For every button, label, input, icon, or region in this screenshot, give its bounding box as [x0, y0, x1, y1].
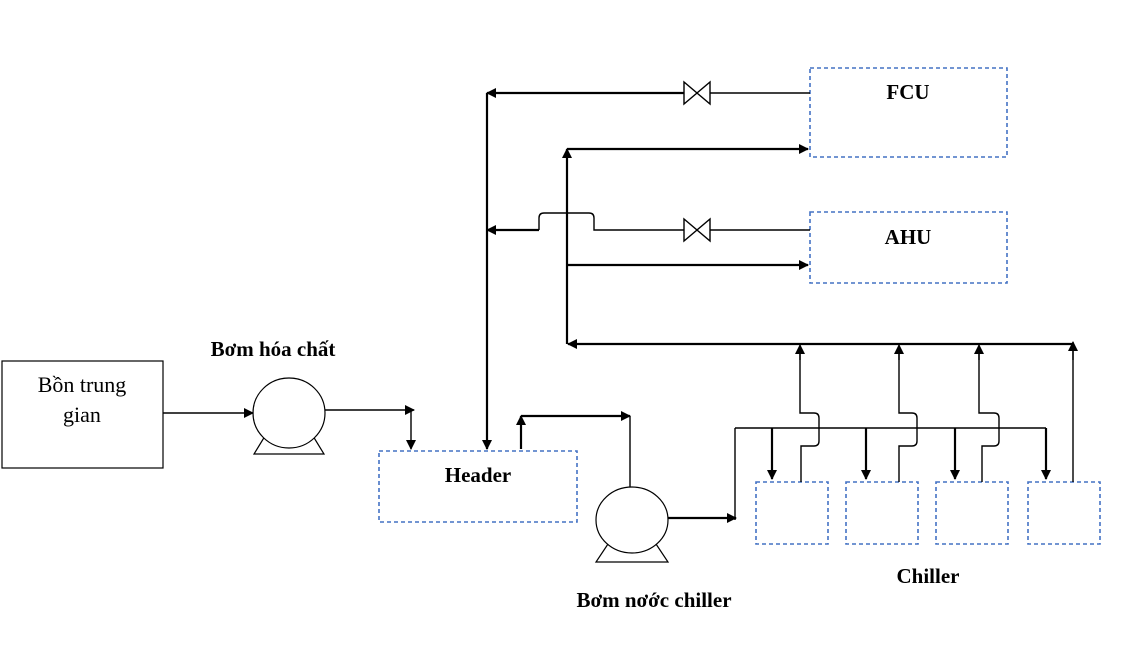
chiller-1-outlet — [799, 346, 820, 482]
chiller-pump-body — [595, 486, 669, 554]
chiller-pump — [594, 486, 670, 563]
intermediate-tank — [1, 360, 164, 469]
fcu-valve — [683, 80, 711, 106]
ahu-return-crossover — [538, 212, 684, 231]
chiller-unit-2 — [845, 481, 919, 545]
chiller-pump-label: Bơm nơớc chiller — [576, 588, 731, 612]
chiller-unit-3 — [935, 481, 1009, 545]
chiller-label: Chiller — [897, 564, 960, 588]
tank-label-line2: gian — [63, 402, 101, 427]
ahu-valve — [683, 217, 711, 243]
fcu-label: FCU — [886, 80, 929, 104]
ahu-label: AHU — [885, 225, 932, 249]
chiller-2-outlet — [898, 346, 918, 482]
ahu-box — [809, 211, 1008, 284]
header-box — [378, 450, 578, 523]
tank-label-line1: Bồn trung — [38, 372, 127, 397]
fcu-box — [809, 67, 1008, 158]
chiller-3-outlet — [978, 346, 1000, 482]
chemical-pump-label: Bơm hóa chất — [211, 337, 336, 361]
chiller-unit-1 — [755, 481, 829, 545]
chemical-pump — [252, 377, 326, 455]
header-label: Header — [445, 463, 511, 487]
chiller-unit-4 — [1027, 481, 1101, 545]
chemical-pump-body — [252, 377, 326, 449]
